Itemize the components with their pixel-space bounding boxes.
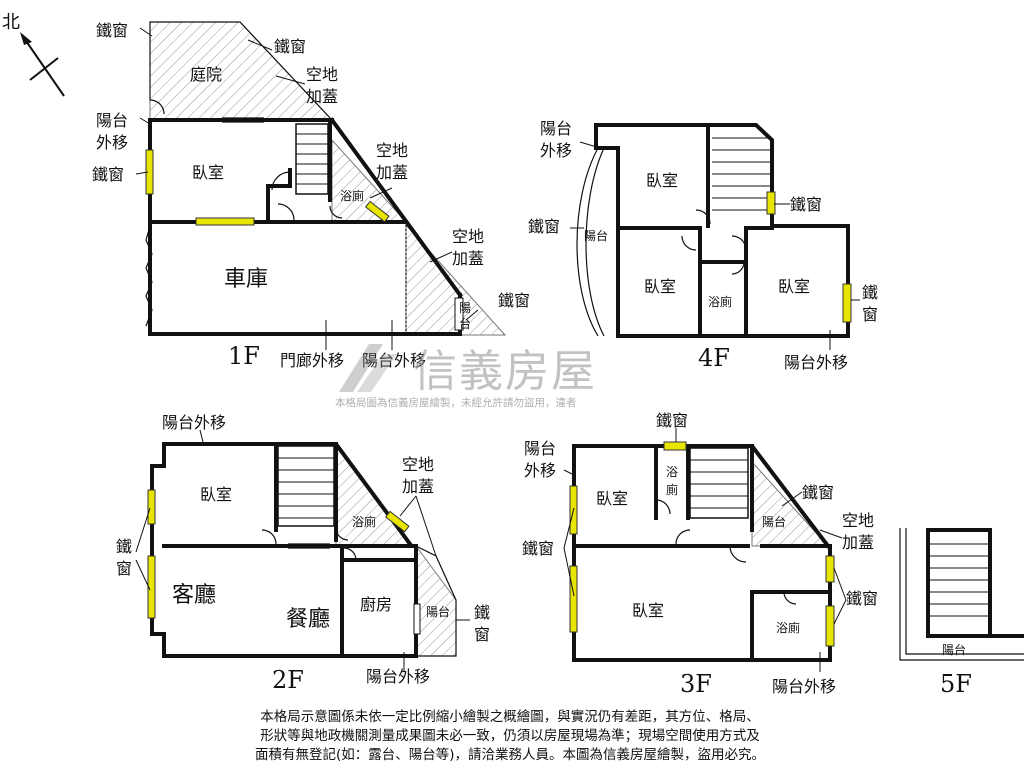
1f-bath-label: 浴廁: [340, 188, 364, 203]
1f-iron-window-top-left: 鐵窗: [96, 21, 128, 40]
1f-balcony-shift-b: 外移: [96, 133, 128, 152]
1f-iron-window-left: 鐵窗: [92, 165, 124, 184]
5f-floor-title: 5F: [940, 670, 972, 698]
3f-bath2-label: 浴廁: [776, 620, 800, 635]
3f-vacant-cover-a: 空地: [842, 511, 874, 530]
1f-balcony-label-a: 陽: [459, 301, 471, 315]
3f-bath1-label-a: 浴: [666, 465, 678, 479]
1f-iron-window-top: 鐵窗: [274, 37, 306, 56]
2f-dining-label: 餐廳: [286, 607, 330, 632]
3f-balcony-label: 陽台: [762, 514, 786, 529]
3f-balcony-shift-b: 外移: [524, 461, 556, 480]
1f-garage-label: 車庫: [224, 267, 268, 292]
floor-5f-plan: [899, 528, 1024, 661]
floor-2f-plan: [135, 429, 470, 672]
4f-iron-window-right-b: 窗: [862, 305, 878, 324]
2f-vacant-cover-b: 加蓋: [402, 477, 434, 496]
1f-vacant-cover-3a: 空地: [452, 227, 484, 246]
3f-balcony-shift-a: 陽台: [524, 439, 556, 458]
2f-vacant-cover-a: 空地: [402, 455, 434, 474]
4f-bedroom3-label: 臥室: [778, 277, 810, 296]
4f-balcony-shift-a: 陽台: [540, 119, 572, 138]
3f-iron-window-top: 鐵窗: [656, 411, 688, 430]
1f-vacant-cover-2a: 空地: [376, 141, 408, 160]
north-arrow-icon: [20, 32, 65, 97]
2f-iron-window-left-b: 窗: [116, 559, 132, 578]
4f-iron-window-mid: 鐵窗: [790, 195, 822, 214]
1f-bedroom-label: 臥室: [192, 163, 224, 182]
2f-living-label: 客廳: [172, 583, 216, 608]
2f-balcony-shift-bottom: 陽台外移: [366, 667, 430, 686]
3f-bedroom1-label: 臥室: [596, 489, 628, 508]
2f-iron-window-right-a: 鐵: [474, 603, 490, 622]
2f-balcony-label: 陽台: [426, 604, 450, 619]
2f-iron-window-left-a: 鐵: [116, 537, 132, 556]
2f-iron-window-right-b: 窗: [474, 625, 490, 644]
3f-iron-window-left: 鐵窗: [522, 539, 554, 558]
disclaimer-line-3: 面積有無登記(如：露台、陽台等)，請洽業務人員。本圖為信義房屋繪製，盜用必究。: [254, 747, 766, 763]
4f-iron-window-left: 鐵窗: [528, 217, 560, 236]
2f-bedroom-label: 臥室: [200, 485, 232, 504]
1f-balcony-label-b: 台: [459, 316, 471, 331]
3f-iron-window-right: 鐵窗: [846, 589, 878, 608]
4f-balcony-shift-b: 外移: [540, 141, 572, 160]
4f-balcony-shift-bottom: 陽台外移: [784, 353, 848, 372]
2f-bath-label: 浴廁: [352, 514, 376, 529]
1f-balcony-shift-bottom: 陽台外移: [362, 351, 426, 370]
4f-floor-title: 4F: [698, 344, 730, 372]
floor-3f-plan: [563, 428, 847, 672]
3f-floor-title: 3F: [680, 670, 712, 698]
4f-bedroom2-label: 臥室: [644, 277, 676, 296]
1f-porch-shift: 門廊外移: [280, 351, 344, 370]
1f-vacant-cover-1a: 空地: [306, 65, 338, 84]
4f-iron-window-right-a: 鐵: [862, 283, 878, 302]
disclaimer-line-2: 形狀等與地政機關測量成果圖未必一致，仍須以房屋現場為準；現場空間使用方式及: [260, 728, 760, 744]
3f-vacant-cover-b: 加蓋: [842, 533, 874, 552]
watermark-notice: 本格局圖為信義房屋繪製，未經允許請勿盜用，違者: [335, 396, 577, 409]
3f-bedroom2-label: 臥室: [632, 601, 664, 620]
brand-watermark-text: 信義房屋: [413, 346, 597, 397]
2f-kitchen-label: 廚房: [360, 595, 392, 614]
3f-balcony-shift-bottom: 陽台外移: [772, 677, 836, 696]
1f-vacant-cover-1b: 加蓋: [306, 87, 338, 106]
disclaimer-line-1: 本格局示意圖係未依一定比例縮小繪製之概繪圖，與實況仍有差距，其方位、格局、: [260, 709, 760, 725]
4f-bedroom1-label: 臥室: [646, 171, 678, 190]
floor-1f-plan: [135, 21, 507, 350]
3f-bath1-label-b: 廁: [666, 482, 678, 497]
1f-courtyard-label: 庭院: [190, 65, 222, 84]
2f-balcony-shift-top: 陽台外移: [162, 413, 226, 432]
4f-balcony-label: 陽台: [584, 228, 608, 243]
brand-watermark: 信義房屋 本格局圖為信義房屋繪製，未經允許請勿盜用，違者: [335, 344, 597, 409]
1f-iron-window-right: 鐵窗: [498, 291, 530, 310]
1f-balcony-shift-a: 陽台: [96, 111, 128, 130]
1f-vacant-cover-3b: 加蓋: [452, 249, 484, 268]
4f-bath-label: 浴廁: [708, 294, 732, 309]
disclaimer: 本格局示意圖係未依一定比例縮小繪製之概繪圖，與實況仍有差距，其方位、格局、 形狀…: [150, 708, 870, 765]
brand-logo-icon: [339, 344, 397, 392]
1f-floor-title: 1F: [228, 342, 260, 370]
north-label: 北: [2, 12, 20, 33]
2f-floor-title: 2F: [272, 666, 304, 694]
1f-vacant-cover-2b: 加蓋: [376, 163, 408, 182]
3f-iron-window-upper-right: 鐵窗: [802, 483, 834, 502]
5f-balcony-label: 陽台: [942, 642, 966, 657]
floor-4f-plan: [570, 123, 860, 350]
